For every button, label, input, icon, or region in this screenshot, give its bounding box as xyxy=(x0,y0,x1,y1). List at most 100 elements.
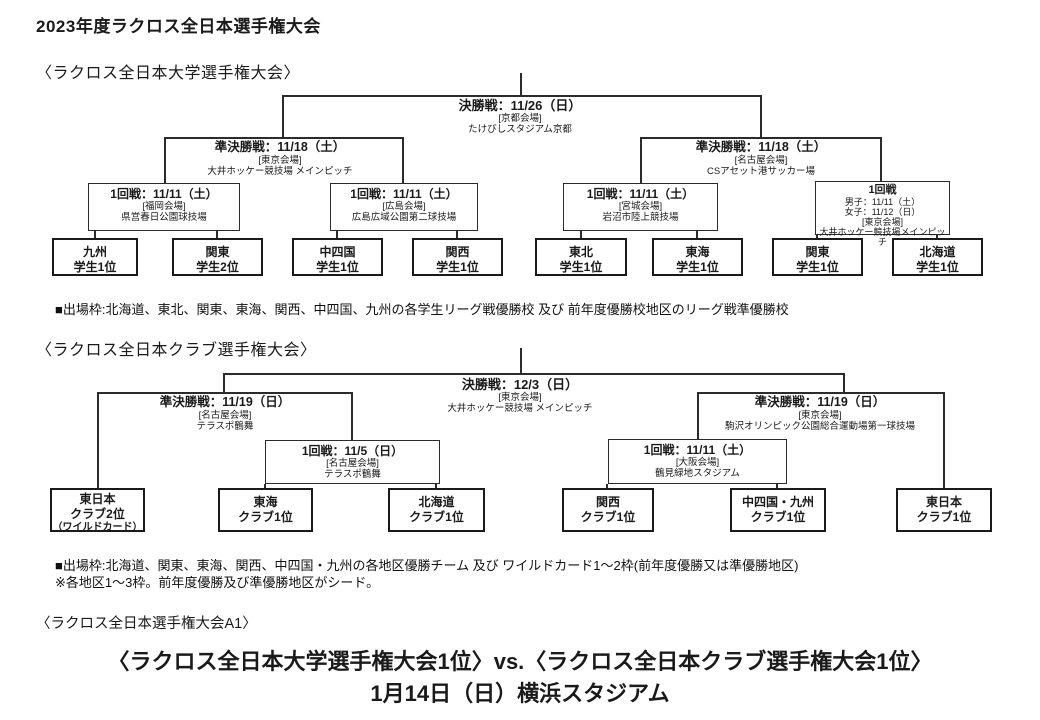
bracket-line xyxy=(456,231,458,238)
match-place: テラスポ鶴舞 xyxy=(324,469,381,480)
match-venue: [名古屋会場] xyxy=(326,458,379,469)
match-venue: [京都会場] xyxy=(498,113,542,124)
match-place: 県営春日公園球技場 xyxy=(121,212,207,223)
match-place: 広島広域公園第二球技場 xyxy=(351,212,457,223)
uni-team-kanto-1: 関東 学生1位 xyxy=(772,238,863,276)
team-name: 関東 xyxy=(205,245,230,259)
bracket-line xyxy=(94,231,96,238)
club-final-label: 決勝戦：12/3（日） [東京会場] 大井ホッケー競技場 メインピッチ xyxy=(390,377,650,414)
uni-round1-hiroshima-box: 1回戦：11/11（土） [広島会場] 広島広域公園第二球技場 xyxy=(330,183,478,231)
bracket-line xyxy=(402,137,404,183)
team-name: 東日本 xyxy=(79,492,116,506)
match-venue: [広島会場] xyxy=(382,201,426,212)
bracket-line xyxy=(520,348,522,373)
match-venue: [大阪会場] xyxy=(675,457,720,468)
match-place: CSアセット港サッカー場 xyxy=(706,166,815,177)
bracket-line xyxy=(580,231,582,238)
team-name: 東日本 xyxy=(925,495,962,509)
team-name: 北海道 xyxy=(919,245,956,259)
club-semifinal-left-label: 準決勝戦：11/19（日） [名古屋会場] テラスポ鶴舞 xyxy=(105,395,345,432)
team-name: 関西 xyxy=(595,495,620,509)
match-place: 大井ホッケー競技場 メインピッチ xyxy=(447,403,593,414)
uni-round1-miyagi-box: 1回戦：11/11（土） [宮城会場] 岩沼市陸上競技場 xyxy=(563,183,718,231)
team-seed: クラブ1位 xyxy=(409,510,464,524)
bracket-line xyxy=(223,373,225,392)
uni-round1-tokyo-box: 1回戦 男子：11/11（土） 女子：11/12（日） [東京会場] 大井ホッケ… xyxy=(815,181,950,247)
bracket-line xyxy=(843,373,845,392)
club-semifinal-right-label: 準決勝戦：11/19（日） [東京会場] 駒沢オリンピック公園総合運動場第一球技… xyxy=(670,395,970,432)
team-seed: クラブ1位 xyxy=(238,510,293,524)
match-venue: [福岡会場] xyxy=(142,201,186,212)
team-name: 関東 xyxy=(805,245,830,259)
uni-team-tohoku: 東北 学生1位 xyxy=(535,238,627,276)
match-place: 駒沢オリンピック公園総合運動場第一球技場 xyxy=(724,421,915,432)
club-round1-osaka-box: 1回戦：11/11（土） [大阪会場] 鶴見緑地スタジアム xyxy=(608,439,787,484)
match-date-women: 女子：11/12（日） xyxy=(844,207,921,217)
bracket-line xyxy=(696,231,698,238)
club-team-higashinihon-2: 東日本 クラブ2位 （ワイルドカード） xyxy=(50,488,145,533)
final-schedule-text: 1月14日（日）横浜スタジアム xyxy=(370,681,670,706)
uni-team-kansai: 関西 学生1位 xyxy=(412,238,503,276)
club-seed-note: ※各地区1～3枠。前年度優勝及び準優勝地区がシード。 xyxy=(55,575,380,590)
bracket-line xyxy=(435,484,437,488)
match-venue: [東京会場] xyxy=(498,392,542,403)
team-name: 北海道 xyxy=(418,495,455,509)
bracket-line xyxy=(776,484,778,488)
team-seed: クラブ1位 xyxy=(580,510,636,524)
bracket-line xyxy=(640,137,882,139)
bracket-line xyxy=(760,95,762,137)
match-place: たけびしスタジアム京都 xyxy=(468,124,572,135)
uni-team-hokkaido: 北海道 学生1位 xyxy=(892,238,983,276)
university-section-heading: 〈ラクロス全日本大学選手権大会〉 xyxy=(36,65,301,82)
bracket-line xyxy=(282,95,284,137)
bracket-line xyxy=(264,484,266,488)
team-seed: 学生1位 xyxy=(316,260,359,274)
bracket-line xyxy=(520,73,522,95)
bracket-line xyxy=(880,137,882,181)
match-title: 準決勝戦：11/18（土） xyxy=(214,140,346,154)
final-section-heading: 〈ラクロス全日本選手権大会A1〉 xyxy=(36,616,257,632)
match-venue: [宮城会場] xyxy=(618,201,663,212)
team-seed: 学生1位 xyxy=(796,260,839,274)
club-section-heading: 〈ラクロス全日本クラブ選手権大会〉 xyxy=(36,342,317,359)
bracket-line xyxy=(640,137,642,183)
bracket-line xyxy=(282,95,762,97)
bracket-line xyxy=(943,392,945,488)
uni-entry-note: ■出場枠:北海道、東北、関東、東海、関西、中四国、九州の各学生リーグ戦優勝校 及… xyxy=(55,302,789,317)
match-title: 1回戦：11/11（土） xyxy=(643,443,752,457)
match-title: 決勝戦：12/3（日） xyxy=(461,377,579,392)
uni-team-tokai: 東海 学生1位 xyxy=(652,238,743,276)
match-place: 岩沼市陸上競技場 xyxy=(602,212,679,223)
uni-team-kyushu: 九州 学生1位 xyxy=(52,238,138,276)
match-title: 準決勝戦：11/18（土） xyxy=(695,140,827,154)
team-name: 九州 xyxy=(82,245,107,259)
bracket-line xyxy=(164,137,166,183)
bracket-line xyxy=(351,392,353,440)
bracket-line xyxy=(164,137,404,139)
match-venue: [名古屋会場] xyxy=(734,155,788,166)
match-title: 1回戦：11/11（土） xyxy=(586,187,695,201)
match-title: 1回戦 xyxy=(868,184,897,196)
team-seed: 学生1位 xyxy=(436,260,479,274)
uni-semifinal-left-label: 準決勝戦：11/18（土） [東京会場] 大井ホッケー競技場 メインピッチ xyxy=(160,140,400,177)
bracket-line xyxy=(816,235,818,238)
match-title: 決勝戦：11/26（日） xyxy=(458,98,582,113)
team-seed: クラブ1位 xyxy=(750,510,806,524)
match-date-men: 男子：11/11（土） xyxy=(844,197,921,207)
bracket-line xyxy=(697,392,699,439)
club-team-tokai: 東海 クラブ1位 xyxy=(218,488,313,532)
match-place: テラスポ鶴舞 xyxy=(196,421,254,432)
match-venue: [名古屋会場] xyxy=(198,410,252,421)
team-seed: 学生1位 xyxy=(676,260,719,274)
team-seed: 学生1位 xyxy=(559,260,603,274)
bracket-line xyxy=(606,484,608,488)
team-seed: 学生1位 xyxy=(916,260,959,274)
uni-final-label: 決勝戦：11/26（日） [京都会場] たけびしスタジアム京都 xyxy=(390,98,650,135)
team-name: 東海 xyxy=(253,495,278,509)
team-seed: クラブ1位 xyxy=(916,510,972,524)
club-team-higashinihon-1: 東日本 クラブ1位 xyxy=(896,488,992,532)
team-name: 関西 xyxy=(445,245,470,259)
match-place: 大井ホッケー競技場 メインピッチ xyxy=(207,166,353,177)
team-name: 中四国 xyxy=(319,245,356,259)
